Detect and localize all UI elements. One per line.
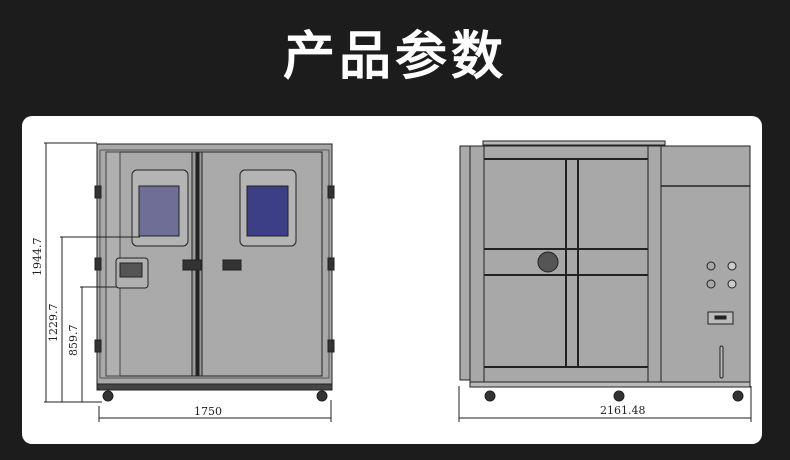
caster-wheel [484, 390, 496, 402]
indicator-light [706, 279, 716, 289]
caster-wheel [316, 390, 328, 402]
caster-wheel [102, 390, 114, 402]
right-window [246, 185, 289, 237]
left-window [138, 185, 180, 237]
port-hole [537, 251, 559, 273]
switch-knob [727, 261, 737, 271]
front-view [44, 142, 335, 422]
touch-screen [119, 262, 143, 278]
machine-compartment [660, 145, 751, 383]
page-title: 产品参数 [282, 27, 507, 87]
caster-wheel [613, 390, 625, 402]
drawing-card: 1944.7 1229.7 859.7 1750 2161.48 [22, 116, 762, 444]
level-gauge [719, 345, 724, 379]
dim-window-height: 1229.7 [47, 304, 60, 343]
dim-width: 1750 [194, 405, 222, 418]
switch-knob [727, 279, 737, 289]
door-handle-left [182, 259, 202, 271]
technical-drawings: 1944.7 1229.7 859.7 1750 2161.48 [31, 140, 752, 422]
dim-depth: 2161.48 [600, 404, 646, 417]
dim-total-height: 1944.7 [31, 238, 44, 277]
side-view [458, 140, 752, 422]
caster-wheel [732, 390, 744, 402]
dim-panel-height: 859.7 [67, 325, 80, 357]
indicator-light [706, 261, 716, 271]
door-edge [459, 145, 471, 381]
door-handle-right [222, 259, 242, 271]
